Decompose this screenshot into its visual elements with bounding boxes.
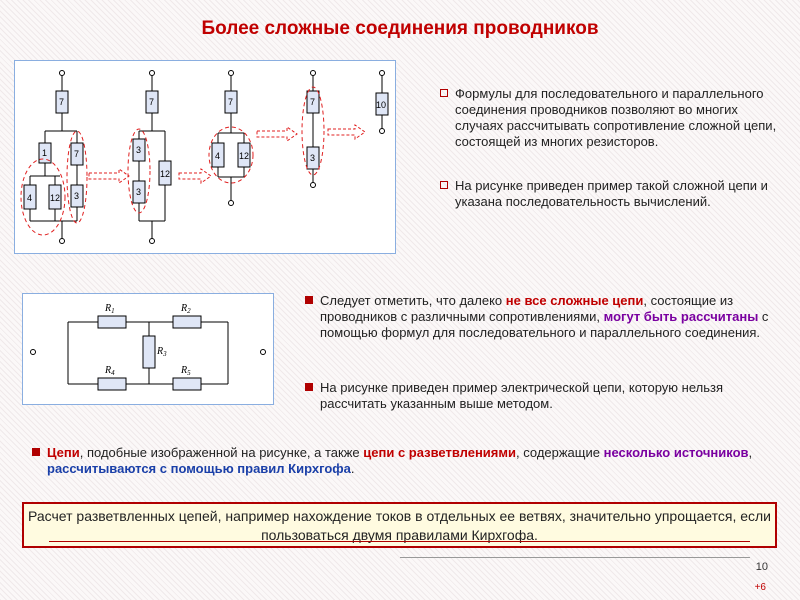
- group-c-parallel: [208, 126, 254, 184]
- label-a-7: 7: [59, 97, 64, 107]
- bullet-example: На рисунке приведен пример такой сложной…: [440, 178, 780, 210]
- bullet-marker-icon: [440, 89, 448, 97]
- bullet-kirchhoff: Цепи, подобные изображенной на рисунке, …: [32, 445, 777, 477]
- group-d-series: [301, 86, 325, 176]
- bullet-not-all: Следует отметить, что далеко не все слож…: [305, 293, 780, 341]
- label-a-3: 3: [74, 191, 79, 201]
- label-b-7: 7: [149, 97, 154, 107]
- page-extra: +6: [754, 582, 766, 593]
- resistor-r5: [172, 377, 202, 391]
- label-a-1: 1: [42, 148, 47, 158]
- circuit-e: 10: [375, 70, 389, 134]
- circuit-d: 7 3: [301, 70, 325, 188]
- circuit-b: 7 3 3 12: [127, 70, 172, 244]
- label-r5: R5: [180, 365, 191, 377]
- resistor-r3: [142, 335, 156, 369]
- label-c-7: 7: [228, 97, 233, 107]
- label-b-3a: 3: [136, 145, 141, 155]
- bullet-marker-icon: [440, 181, 448, 189]
- label-b-12: 12: [160, 169, 170, 179]
- label-r1: R1: [104, 303, 115, 315]
- label-r3: R3: [156, 346, 167, 358]
- group-b-series: [127, 128, 151, 214]
- resistor-r1: [97, 315, 127, 329]
- footer-line: [400, 557, 750, 558]
- bullet-marker-icon: [32, 448, 40, 456]
- label-r4: R4: [104, 365, 115, 377]
- label-c-12: 12: [239, 151, 249, 161]
- circuit-c: 7 4 12: [208, 70, 254, 206]
- label-a-4: 4: [27, 193, 32, 203]
- arrow-1: [88, 168, 130, 184]
- label-d-7: 7: [310, 97, 315, 107]
- label-e-10: 10: [376, 100, 386, 110]
- page-number: 10: [755, 561, 768, 573]
- label-d-3: 3: [310, 153, 315, 163]
- summary-text: Расчет разветвленных цепей, например нах…: [28, 508, 771, 543]
- slide-title: Более сложные соединения проводников: [201, 18, 599, 39]
- arrow-2: [178, 168, 212, 184]
- label-a-7b: 7: [74, 149, 79, 159]
- label-a-12: 12: [50, 193, 60, 203]
- circuit-a: 7 1 4 12 7 3: [20, 70, 88, 244]
- label-r2: R2: [180, 303, 191, 315]
- bullet-marker-icon: [305, 296, 313, 304]
- bullet-marker-icon: [305, 383, 313, 391]
- bridge-diagram: R1 R2 R3 R4 R5: [22, 293, 274, 405]
- summary-underline: [49, 541, 750, 542]
- bullet-example-bridge: На рисунке приведен пример электрической…: [305, 380, 780, 412]
- group-a-parallel: [20, 158, 66, 236]
- label-c-4: 4: [215, 151, 220, 161]
- arrow-3: [256, 126, 298, 142]
- arrow-4: [327, 124, 366, 140]
- label-b-3b: 3: [136, 187, 141, 197]
- group-a-series: [66, 130, 88, 224]
- summary-box: Расчет разветвленных цепей, например нах…: [22, 502, 777, 548]
- reduction-diagram: 7 1 4 12 7 3: [14, 60, 396, 254]
- resistor-r4: [97, 377, 127, 391]
- bullet-formulas: Формулы для последовательного и параллел…: [440, 86, 780, 150]
- resistor-r2: [172, 315, 202, 329]
